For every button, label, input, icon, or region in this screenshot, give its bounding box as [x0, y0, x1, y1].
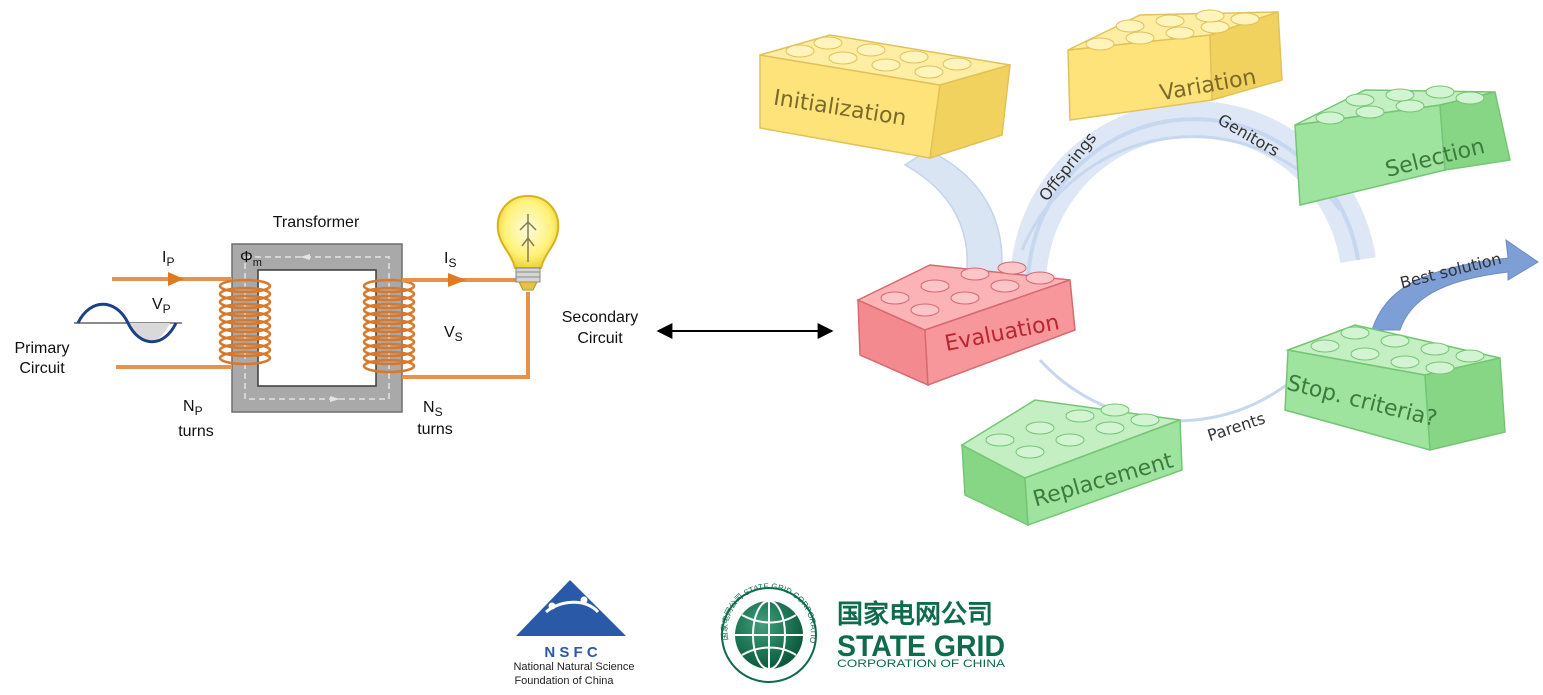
ac-source-sine-icon [74, 302, 182, 344]
brick-variation: Variation [1067, 9, 1283, 121]
label-vp: VP [152, 296, 171, 316]
best-solution-arrow [1371, 238, 1539, 331]
lightbulb-icon [496, 194, 560, 291]
label-np: NP [183, 398, 203, 418]
label-is: IS [444, 250, 456, 270]
secondary-coil [362, 278, 416, 374]
label-ns: NS [423, 399, 443, 419]
nsfc-name-line1: National Natural Science [513, 661, 634, 673]
sg-corp-name: CORPORATION OF CHINA [837, 658, 1006, 670]
brick-evaluation: Evaluation [856, 261, 1076, 387]
brick-replacement: Replacement [960, 399, 1183, 527]
label-parents: Parents [1205, 409, 1268, 445]
core-window [257, 269, 377, 387]
flux-arrow [300, 254, 310, 260]
label-vs: VS [444, 324, 463, 344]
label-primary-circuit-1: Primary [14, 340, 69, 357]
nsfc-logo: N S F C National Natural Science Foundat… [513, 580, 635, 687]
brick-stop-criteria: Stop. criteria? [1284, 324, 1506, 452]
label-secondary-circuit-2: Circuit [577, 330, 623, 347]
label-ip: IP [162, 249, 174, 269]
label-phi: Φm [240, 249, 262, 269]
transformer-title: Transformer [273, 214, 360, 231]
init-flow-arrow [903, 149, 1003, 286]
label-best-solution: Best solution [1398, 249, 1503, 293]
transformer-diagram: Transformer [14, 194, 639, 440]
ga-cycle-diagram: Initialization Variation Selection [759, 9, 1539, 527]
label-np-turns: turns [178, 423, 214, 440]
flux-arrow [330, 396, 340, 402]
label-secondary-circuit-1: Secondary [562, 309, 639, 326]
sg-english-name: STATE GRID [837, 630, 1005, 663]
label-primary-circuit-2: Circuit [19, 360, 65, 377]
brick-initialization: Initialization [759, 34, 1011, 160]
label-ns-turns: turns [417, 421, 453, 438]
primary-current-arrow [168, 272, 184, 286]
nsfc-abbr: N S F C [544, 644, 598, 661]
secondary-lead-bottom [402, 292, 530, 379]
secondary-current-arrow [448, 273, 466, 287]
primary-coil [218, 278, 272, 366]
nsfc-name-line2: Foundation of China [514, 675, 614, 687]
brick-selection: Selection [1294, 85, 1511, 206]
sg-chinese-name: 国家电网公司 [837, 599, 993, 629]
